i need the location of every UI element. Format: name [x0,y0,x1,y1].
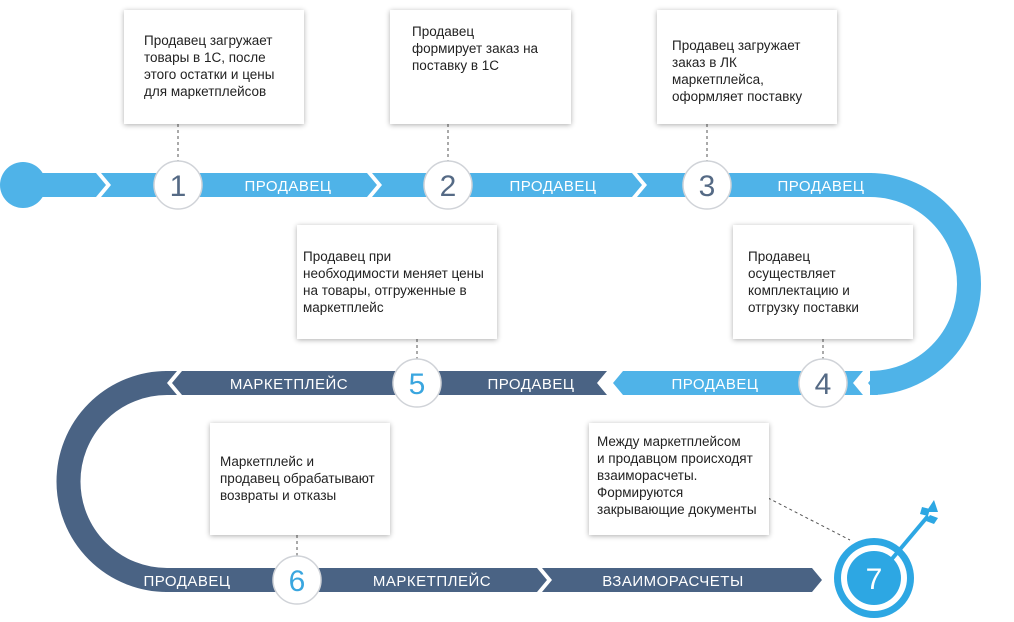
row3-segment-2 [542,568,822,592]
row3-label-1: ПРОДАВЕЦ [143,573,230,590]
row2-label-2: ПРОДАВЕЦ [487,376,574,393]
step-box-6: Маркетплейс и продавец обрабатывают возв… [210,423,390,535]
row2-segment-light-2 [868,371,878,395]
step-text-1: Продавец загружает товары в 1С, после эт… [144,33,275,99]
step-text-2: Продавец формирует заказ на поставку в 1… [412,24,539,73]
step-box-7: Между маркетплейсом и продавцом происход… [589,423,769,535]
step-box-1: Продавец загружает товары в 1С, после эт… [124,10,304,124]
step-circle-1 [153,160,203,210]
path-curve-left [56,371,168,592]
row1-segment-2 [101,173,377,197]
step-number-5: 5 [409,368,426,401]
step-box-4: Продавец осуществляет комплектацию и отг… [733,225,913,339]
row1-label-1: ПРОДАВЕЦ [244,178,331,195]
row3-label-3: ВЗАИМОРАСЧЕТЫ [602,573,743,590]
step-box-2: Продавец формирует заказ на поставку в 1… [390,10,571,124]
step-number-4: 4 [815,368,832,401]
row2-label-1: МАРКЕТПЛЕЙС [230,375,348,393]
row3-label-2: МАРКЕТПЛЕЙС [373,572,491,590]
step-circle-3 [682,160,732,210]
step-text-4: Продавец осуществляет комплектацию и отг… [748,249,859,315]
step-circle-5 [392,358,442,408]
step-number-1: 1 [170,170,187,203]
row2-label-3: ПРОДАВЕЦ [671,376,758,393]
row1-segment-3 [372,173,642,197]
step-number-6: 6 [289,565,306,598]
step-number-7: 7 [866,563,883,596]
step-box-5: Продавец при необходимости меняет цены н… [297,225,497,339]
connector-7 [767,497,851,541]
step-box-3: Продавец загружает заказ в ЛК маркетплей… [657,10,837,124]
row1-label-2: ПРОДАВЕЦ [509,178,596,195]
target-icon: 7 [834,500,938,618]
step-number-3: 3 [699,170,716,203]
row2-segment-dark-1 [165,371,177,395]
path-start-dot [0,162,46,208]
step-number-2: 2 [440,170,457,203]
row2-segment-dark-2 [172,371,607,395]
step-text-3: Продавец загружает заказ в ЛК маркетплей… [672,38,803,104]
step-circle-4 [798,358,848,408]
step-text-7: Между маркетплейсом и продавцом происход… [597,434,757,517]
row1-label-3: ПРОДАВЕЦ [777,178,864,195]
step-circle-6 [272,555,322,605]
step-circle-2 [423,160,473,210]
row3-segment-1 [165,568,547,592]
row1-segment-1 [40,173,106,197]
step-text-5: Продавец при необходимости меняет цены н… [303,249,484,315]
step-text-6: Маркетплейс и продавец обрабатывают возв… [220,454,375,503]
path-curve-right [869,173,981,395]
